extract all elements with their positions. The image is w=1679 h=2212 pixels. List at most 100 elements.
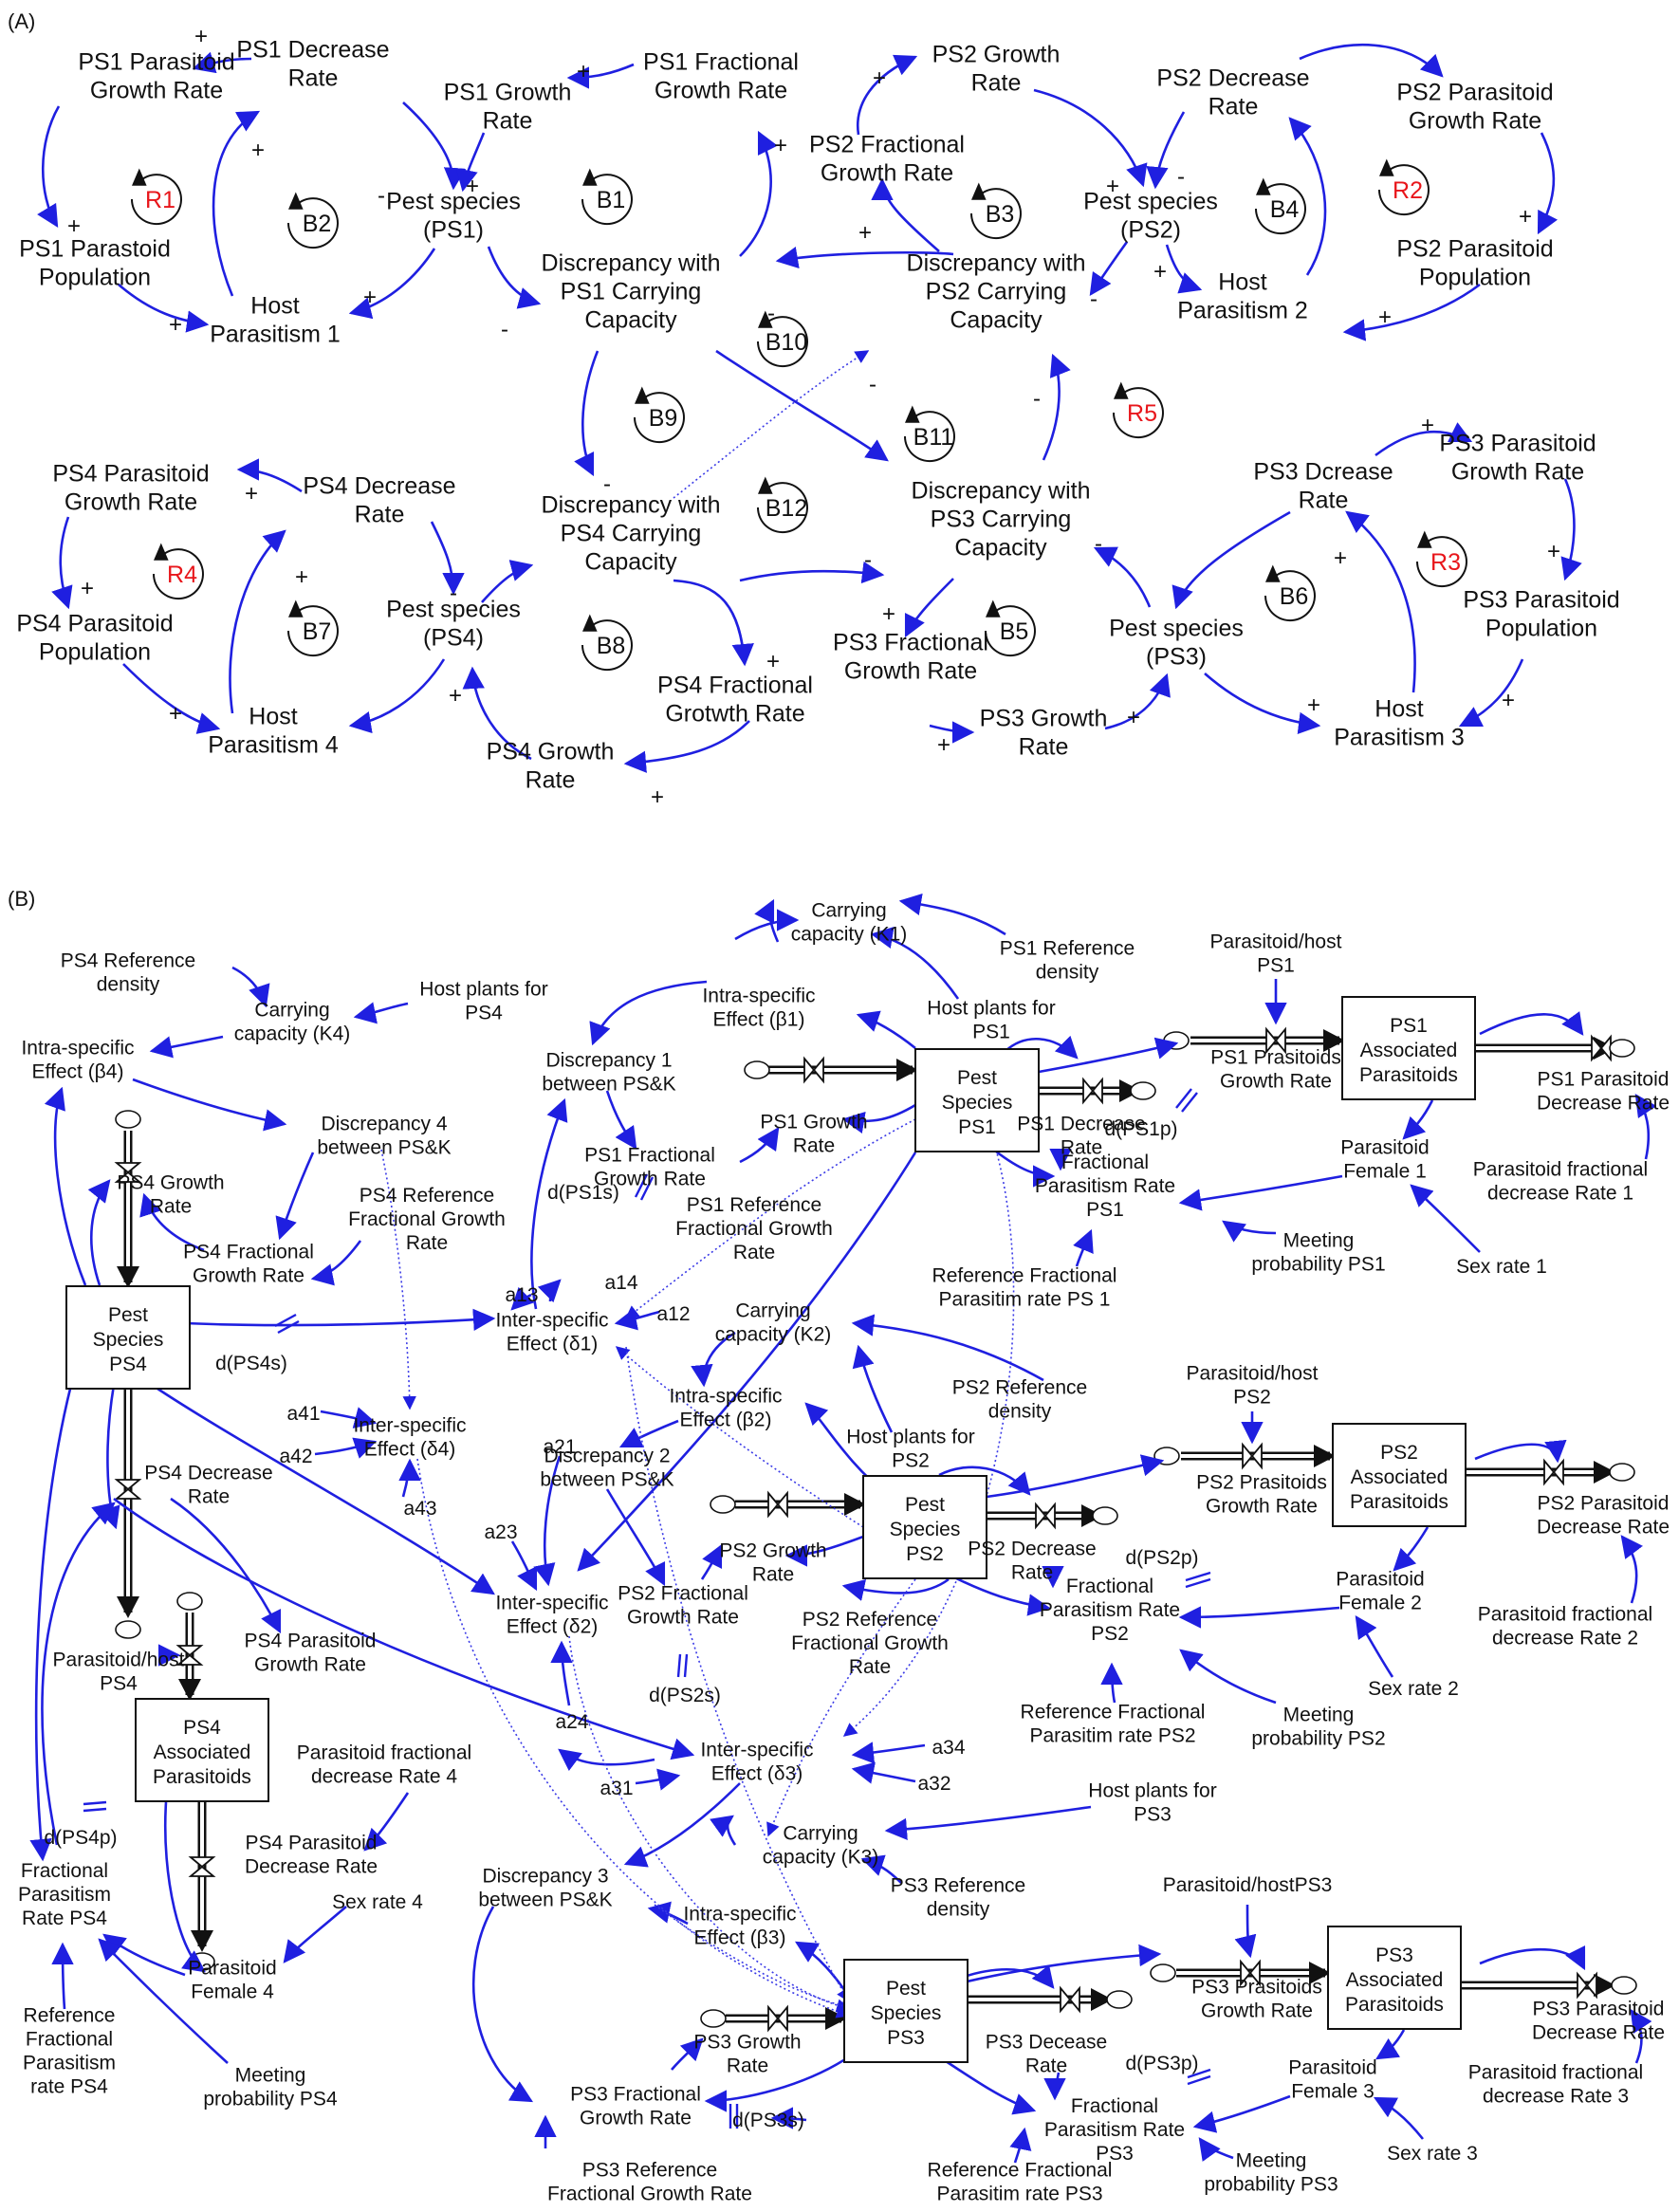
stock-rect xyxy=(1332,1423,1467,1527)
variable-label: d(PS1p) xyxy=(1104,1118,1177,1140)
loop-arrow xyxy=(1265,564,1281,582)
link xyxy=(1342,283,1481,341)
link xyxy=(398,1458,421,1498)
link xyxy=(739,561,885,584)
loop-arc xyxy=(152,548,204,600)
polarity-sign: + xyxy=(81,576,94,601)
variable-label: d(PS4s) xyxy=(215,1353,287,1374)
loop-marker: B4 xyxy=(1254,177,1306,235)
link xyxy=(1049,1148,1072,1171)
link xyxy=(184,1308,496,1331)
link xyxy=(530,1097,568,1310)
link xyxy=(1178,1174,1343,1211)
loop-label: B7 xyxy=(303,618,332,645)
polarity-sign: - xyxy=(450,581,457,606)
link xyxy=(510,1540,538,1592)
link xyxy=(1165,244,1203,294)
polarity-sign: + xyxy=(466,174,479,199)
link xyxy=(314,1437,378,1459)
polarity-sign: + xyxy=(1153,259,1167,285)
link xyxy=(929,721,975,744)
flow-arrowhead xyxy=(117,1596,139,1618)
loop-label: R4 xyxy=(167,562,197,588)
link xyxy=(550,1640,573,1706)
link xyxy=(710,1815,737,1846)
flow-arrowhead xyxy=(1309,1962,1331,1984)
loop-arrow xyxy=(582,168,598,186)
link xyxy=(310,1240,362,1286)
polarity-sign: + xyxy=(882,601,895,627)
panel-a-label: (A) xyxy=(8,9,35,33)
variable-label: Sex rate 3 xyxy=(1387,2143,1478,2165)
panel-b-links xyxy=(29,893,1657,2164)
polarity-sign: + xyxy=(1106,174,1119,199)
polarity-sign: + xyxy=(937,732,950,758)
link xyxy=(673,350,870,499)
link xyxy=(1042,353,1071,461)
polarity-sign: + xyxy=(1502,688,1515,713)
link xyxy=(624,1118,916,1319)
link xyxy=(1537,132,1559,235)
polarity-sign: + xyxy=(1334,545,1347,571)
link xyxy=(487,246,542,309)
variable-label: d(PS4p) xyxy=(44,1827,117,1849)
link xyxy=(770,2107,807,2129)
link xyxy=(1093,546,1152,608)
variable-label: Parasitoid/hostPS3 xyxy=(1163,1874,1333,1896)
loop-arc xyxy=(903,411,955,463)
link xyxy=(1393,1526,1430,1572)
polarity-sign: + xyxy=(449,683,462,709)
polarity-sign: + xyxy=(873,65,886,91)
loop-arrow xyxy=(986,599,1001,618)
link xyxy=(589,980,708,1046)
loop-arrow xyxy=(1417,530,1432,548)
polarity-sign: - xyxy=(1033,386,1041,412)
polarity-sign: + xyxy=(858,220,872,246)
link xyxy=(533,1455,562,1587)
panel-a-polarities: +++++-++-++++-+-++----++++-++--+++++++++ xyxy=(67,24,1560,810)
variable-label: Pest species(PS3) xyxy=(1109,616,1244,671)
link xyxy=(1234,1904,1257,1959)
link xyxy=(1100,1662,1123,1704)
loop-marker: R4 xyxy=(152,543,204,600)
link xyxy=(734,909,800,941)
stock-rect xyxy=(1327,1926,1462,2030)
flow-arrowhead xyxy=(1314,1445,1336,1467)
loop-arrow xyxy=(971,182,987,200)
link xyxy=(1560,478,1582,581)
flow-arrowhead xyxy=(191,1930,213,1952)
flow-arrowhead xyxy=(896,1059,918,1081)
link xyxy=(904,578,954,638)
variable-label: d(PS3p) xyxy=(1125,2053,1198,2074)
link xyxy=(132,1078,287,1132)
variable-label: d(PS1s) xyxy=(547,1182,619,1204)
